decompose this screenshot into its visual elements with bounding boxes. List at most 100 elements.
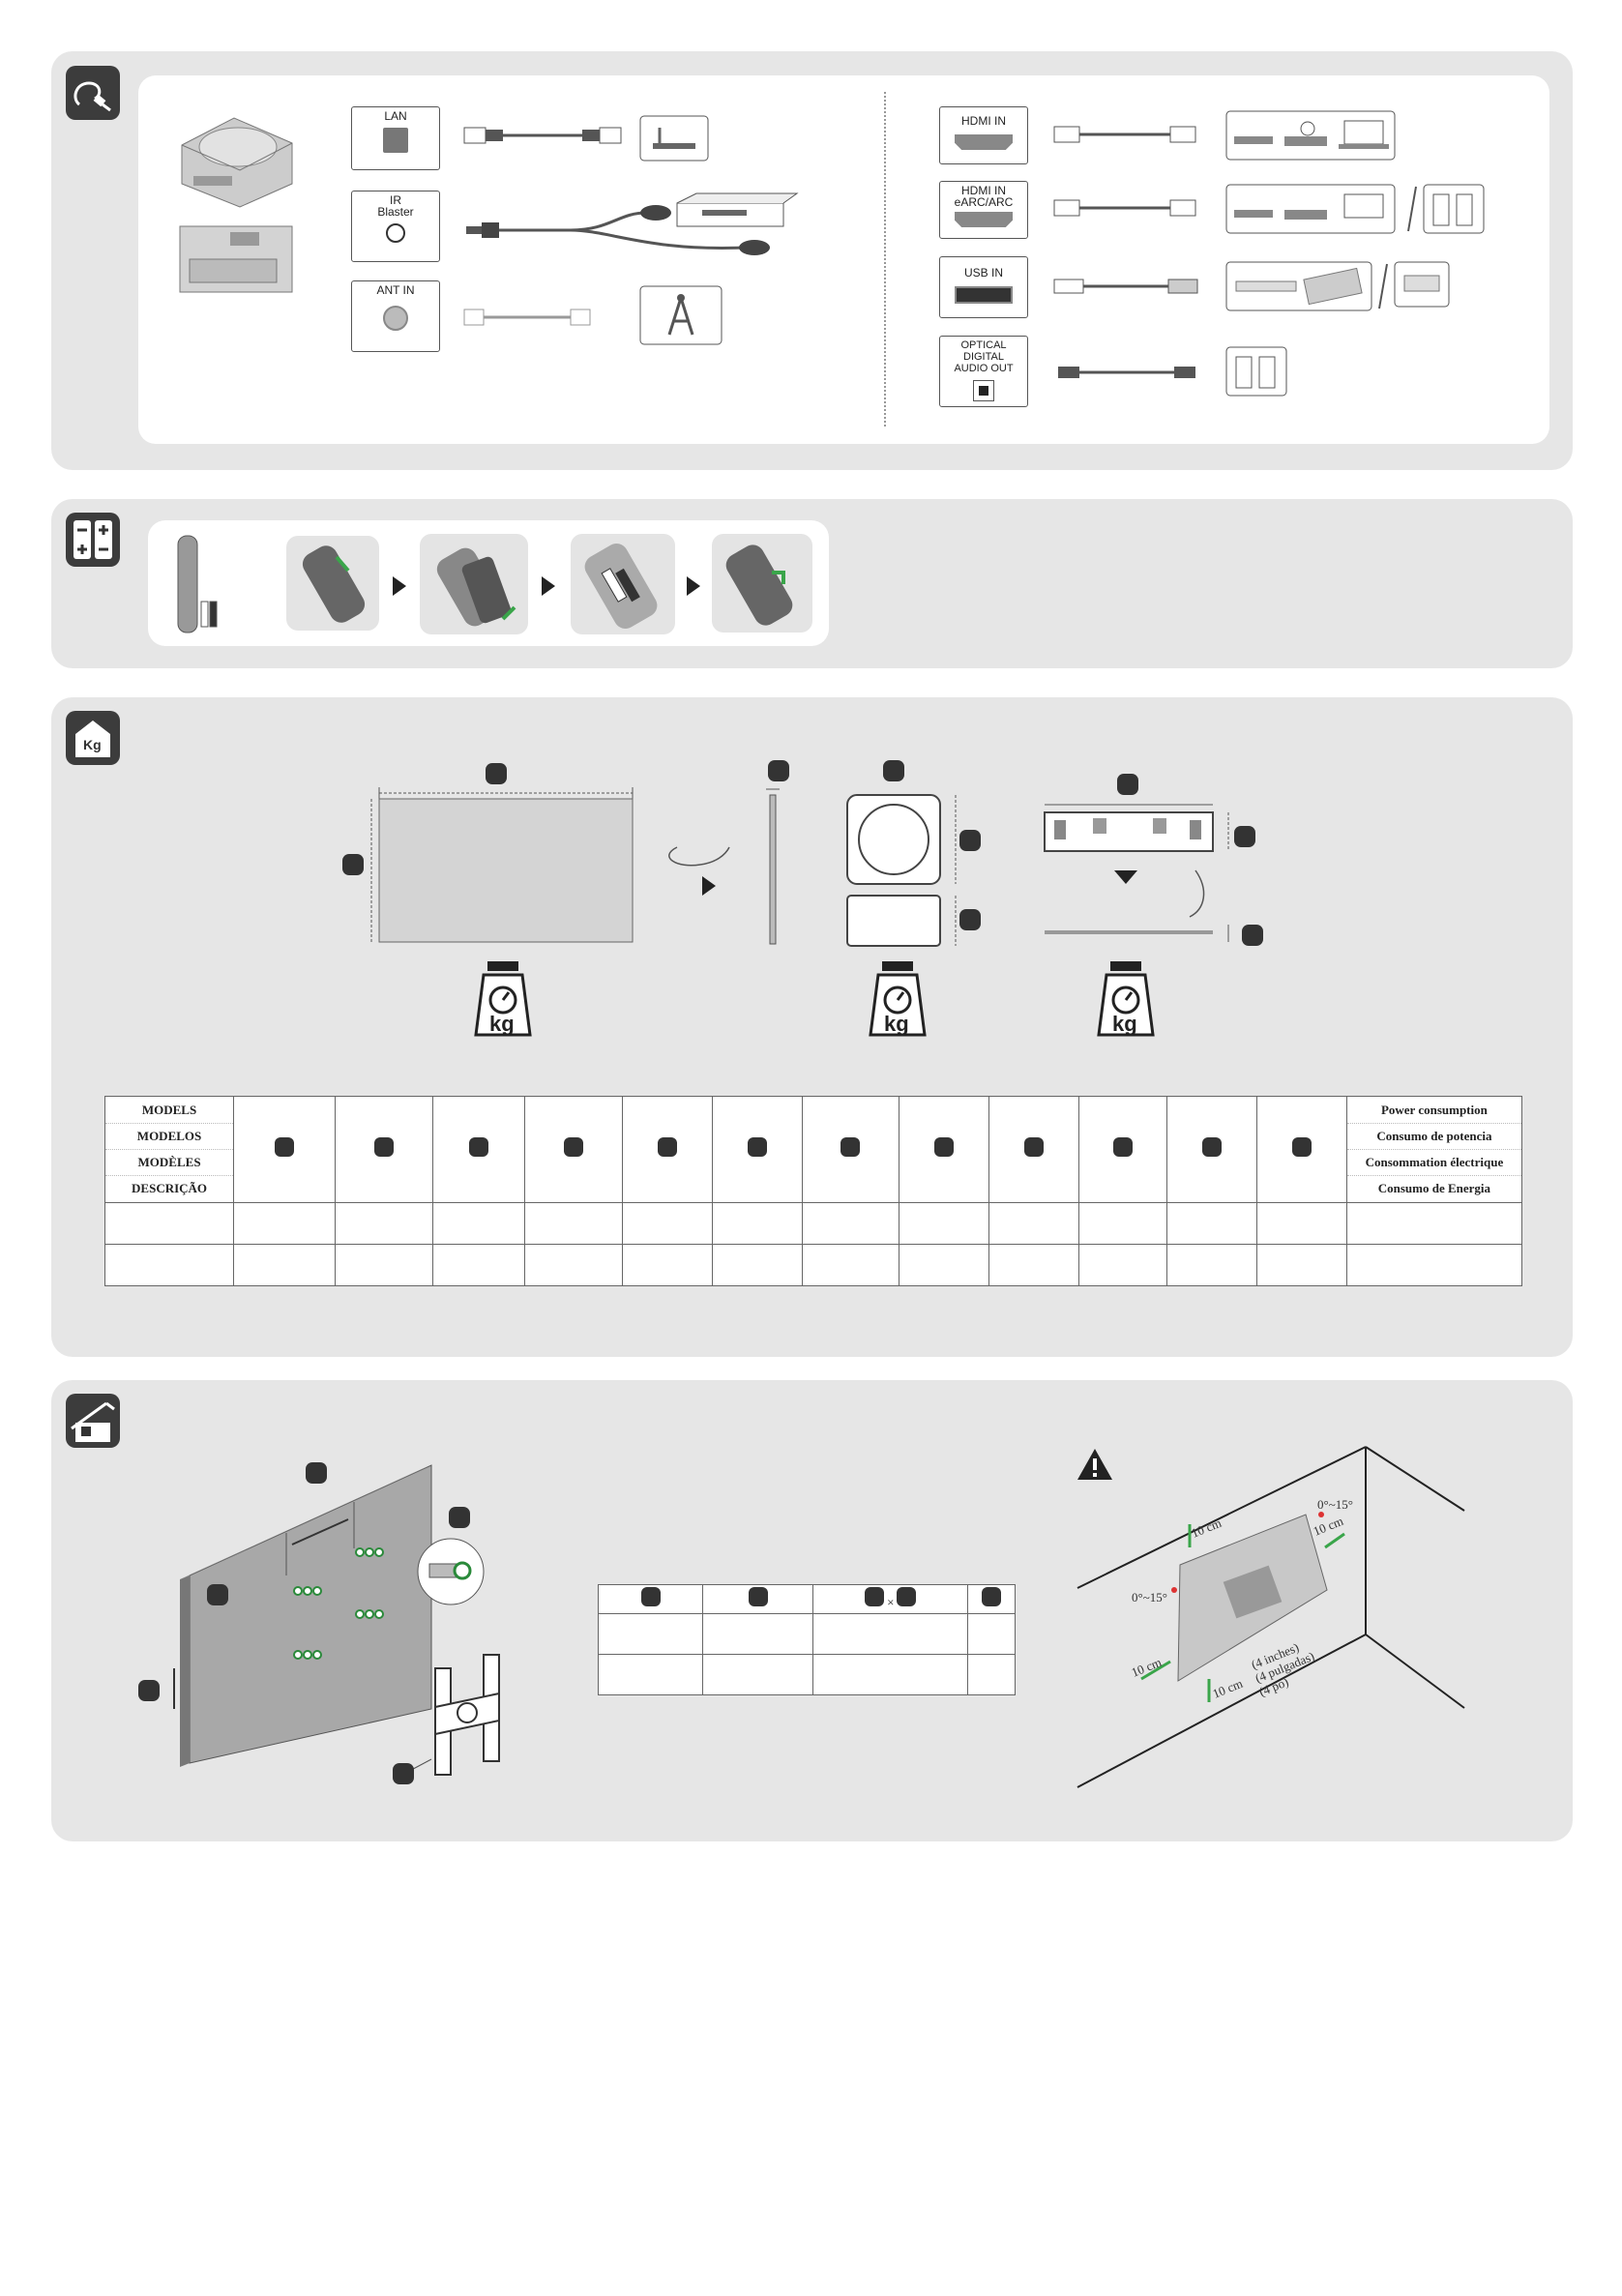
step2-icon	[420, 534, 528, 634]
port-ant-label: ANT IN	[376, 283, 415, 297]
table-cell	[1345, 1244, 1523, 1286]
right-cables	[1053, 110, 1485, 397]
col-marker	[1165, 1096, 1257, 1203]
ir-cable	[466, 205, 770, 255]
table-cell	[335, 1202, 434, 1245]
usb-jack-icon	[955, 286, 1013, 304]
optical-jack-icon	[973, 380, 994, 401]
weight-icon: Kg	[66, 711, 120, 765]
table-cell	[1255, 1244, 1347, 1286]
table-row	[103, 1202, 1523, 1245]
marker-depth	[768, 760, 789, 781]
optical-cable	[1058, 367, 1195, 378]
step-arrow-2	[542, 576, 555, 596]
table-cell	[1165, 1244, 1257, 1286]
hdmi-earc-jack-icon	[955, 212, 1013, 227]
col-marker	[1077, 1096, 1167, 1203]
spec-table-header: MODELS MODELOS MODÈLES DESCRIÇÃO Power c…	[103, 1096, 1523, 1203]
col-marker	[335, 1096, 434, 1203]
col-marker	[988, 1096, 1079, 1203]
times-symbol: ×	[887, 1595, 895, 1609]
dimensions-illustration	[342, 760, 1263, 947]
vesa-col-marker-pair: ×	[812, 1584, 969, 1614]
power-header-en: Power consumption	[1346, 1098, 1521, 1124]
wall-bracket-icon	[434, 1654, 500, 1776]
port-ant-in: ANT IN	[351, 280, 440, 352]
table-cell	[622, 1202, 714, 1245]
marker-bracket-depth	[1242, 925, 1263, 946]
port-usb-label: USB IN	[963, 266, 1003, 280]
table-cell	[898, 1244, 989, 1286]
step1-icon	[286, 536, 379, 631]
col-marker	[1255, 1096, 1347, 1203]
antenna-cable	[463, 309, 591, 326]
marker-vesa-vertical	[138, 1680, 160, 1701]
port-hdmi-earc-label: HDMI IN eARC/ARC	[954, 184, 1014, 209]
col-marker	[712, 1096, 804, 1203]
clearance-bottom: 10 cm	[1211, 1676, 1245, 1701]
connections-divider	[884, 92, 886, 427]
scale-tv: kg	[474, 957, 532, 1037]
table-cell	[335, 1244, 434, 1286]
soundbar-icon	[1225, 346, 1287, 397]
models-header-fr: MODÈLES	[105, 1150, 234, 1176]
table-cell	[103, 1244, 235, 1286]
power-header: Power consumption Consumo de potencia Co…	[1345, 1096, 1523, 1203]
port-hdmi-earc: HDMI IN eARC/ARC	[939, 181, 1028, 239]
screw-callout-icon	[417, 1538, 485, 1605]
table-cell	[802, 1202, 899, 1245]
table-cell	[233, 1202, 337, 1245]
table-cell	[524, 1244, 624, 1286]
port-ir-label: IR Blaster	[377, 193, 414, 219]
antenna-tower-icon	[639, 285, 723, 345]
vesa-table-header: ×	[597, 1584, 1016, 1614]
table-cell	[988, 1202, 1079, 1245]
tv-front-diagram	[370, 787, 634, 943]
marker-bracket	[393, 1763, 414, 1784]
step-arrow-1	[393, 576, 406, 596]
left-cables	[463, 115, 799, 345]
step-arrow-3	[687, 576, 700, 596]
clearance-top: 10 cm	[1190, 1516, 1224, 1541]
svg-text:Kg: Kg	[83, 737, 102, 752]
table-cell	[1077, 1202, 1167, 1245]
lan-cable	[463, 127, 622, 144]
set-top-box-icon	[676, 192, 799, 227]
table-cell	[1165, 1202, 1257, 1245]
remote-with-batteries-icon	[177, 535, 218, 633]
marker-width	[486, 763, 507, 784]
marker-vesa-horizontal	[306, 1462, 327, 1484]
table-cell	[898, 1202, 989, 1245]
table-cell	[233, 1244, 337, 1286]
table-cell	[812, 1613, 969, 1655]
table-cell	[622, 1244, 714, 1286]
table-cell	[812, 1654, 969, 1695]
marker-box-height	[959, 830, 981, 851]
marker-bracket-width	[1117, 774, 1138, 795]
col-marker	[622, 1096, 714, 1203]
col-marker	[233, 1096, 337, 1203]
col-marker	[802, 1096, 899, 1203]
warning-icon	[1077, 1449, 1112, 1480]
step4-icon	[712, 534, 812, 633]
step3-icon	[571, 534, 675, 634]
models-header-es: MODELOS	[105, 1124, 234, 1150]
port-hdmi-in: HDMI IN	[939, 106, 1028, 164]
port-optical-out: OPTICAL DIGITAL AUDIO OUT	[939, 336, 1028, 407]
marker-screw	[449, 1507, 470, 1528]
power-header-fr: Consommation électrique	[1346, 1150, 1521, 1176]
port-usb-in: USB IN	[939, 256, 1028, 318]
cable-icon	[66, 66, 120, 120]
table-cell	[702, 1613, 814, 1655]
table-cell	[988, 1244, 1079, 1286]
models-header-en: MODELS	[105, 1098, 234, 1124]
models-header-pt: DESCRIÇÃO	[132, 1181, 208, 1195]
wall-clearance-diagram: 10 cm 10 cm 10 cm 10 cm (4 inches) (4 pu…	[1076, 1446, 1465, 1788]
battery-steps-illustration	[177, 534, 812, 634]
table-cell	[1255, 1202, 1347, 1245]
battery-icon	[66, 513, 120, 567]
table-cell	[1077, 1244, 1167, 1286]
col-marker	[898, 1096, 989, 1203]
scale-tv-unit: kg	[489, 1012, 515, 1036]
table-cell	[597, 1613, 704, 1655]
